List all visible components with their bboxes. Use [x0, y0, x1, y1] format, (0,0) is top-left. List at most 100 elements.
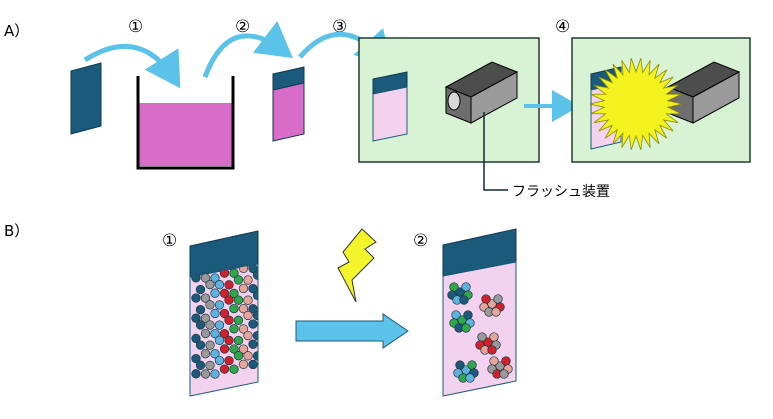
particle: [195, 320, 206, 330]
particle: [233, 335, 244, 346]
particle: [252, 270, 258, 280]
panel-a-label: A）: [4, 22, 29, 40]
particle: [200, 369, 211, 379]
particle: [224, 295, 234, 305]
particle: [489, 356, 499, 366]
particle: [252, 351, 258, 361]
particle: [499, 369, 509, 379]
particle: [219, 308, 230, 319]
particle: [191, 333, 201, 344]
device-label: フラッシュ装置: [512, 184, 610, 200]
particle: [243, 295, 253, 305]
panel-a-step-2: ②: [235, 17, 250, 37]
particle: [491, 307, 501, 317]
particle: [210, 349, 220, 359]
beaker-liquid: [139, 103, 232, 166]
particle: [219, 288, 230, 298]
particle: [200, 328, 211, 339]
particle: [210, 308, 220, 319]
particle: [461, 323, 471, 333]
panel-b-step-2: ②: [413, 231, 428, 251]
particle: [252, 310, 258, 321]
particle: [214, 320, 225, 330]
beaker: [136, 76, 235, 170]
particle: [481, 294, 491, 304]
particle: [248, 339, 258, 349]
particle: [459, 295, 469, 305]
particle: [205, 360, 215, 371]
particle: [195, 284, 206, 295]
particle: [229, 303, 239, 314]
dispersed-particles: [191, 264, 258, 379]
particle: [252, 290, 258, 300]
particle: [467, 360, 477, 370]
particle: [205, 340, 215, 350]
dipped-slide-body: [272, 82, 305, 142]
particle: [465, 373, 475, 383]
particle: [229, 364, 239, 374]
particle: [205, 300, 215, 310]
particle: [455, 287, 465, 297]
panel-b-step-1: ①: [162, 231, 177, 251]
particle: [200, 293, 211, 303]
particle: [451, 310, 461, 320]
panel-a-step-1: ①: [128, 17, 143, 37]
particle: [487, 345, 497, 355]
particle: [224, 280, 234, 290]
particle: [501, 356, 511, 366]
particle: [195, 360, 206, 370]
particle: [224, 315, 234, 325]
particle: [248, 304, 258, 314]
particle: [191, 369, 201, 379]
particle: [238, 324, 249, 334]
particle: [214, 280, 225, 290]
particle: [219, 344, 230, 354]
particle: [229, 288, 239, 299]
particle: [461, 282, 471, 292]
particle: [200, 349, 211, 359]
particle: [195, 305, 206, 315]
particle: [248, 359, 258, 370]
particle: [214, 335, 225, 345]
particle: [463, 310, 473, 320]
particle: [210, 328, 220, 339]
particle: [248, 319, 258, 329]
particle: [205, 279, 215, 290]
lightning-bolt-icon: [337, 228, 377, 303]
particle: [233, 315, 244, 325]
particle: [455, 360, 465, 370]
particle: [477, 332, 487, 342]
particle: [243, 275, 253, 285]
particle: [191, 313, 201, 323]
particle: [233, 295, 244, 305]
particle: [487, 299, 497, 309]
slide-before-flash-body: [372, 86, 408, 142]
right-arrow-icon: [295, 313, 409, 349]
particle: [200, 313, 211, 323]
particle: [229, 324, 239, 334]
particle: [210, 288, 220, 298]
particle: [219, 364, 230, 374]
particle: [195, 340, 206, 350]
curved-arrow-icon: [83, 43, 181, 89]
particle: [243, 330, 253, 341]
device-leader-line: [483, 112, 508, 191]
plain-slide: [70, 62, 102, 135]
particle: [224, 355, 234, 366]
particle: [495, 361, 505, 371]
particle: [214, 300, 225, 310]
particle: [489, 332, 499, 342]
particle: [238, 344, 249, 354]
panel-b-label: B）: [4, 222, 29, 240]
particle: [233, 275, 244, 285]
particle: [210, 369, 220, 379]
particle: [238, 304, 249, 314]
panel-a-step-4: ④: [555, 17, 570, 37]
particle: [493, 294, 503, 304]
curved-arrow-icon: [202, 20, 293, 78]
particle: [243, 310, 253, 321]
starburst-flash-icon: [589, 58, 683, 150]
particle: [457, 315, 467, 325]
particle: [252, 331, 258, 341]
